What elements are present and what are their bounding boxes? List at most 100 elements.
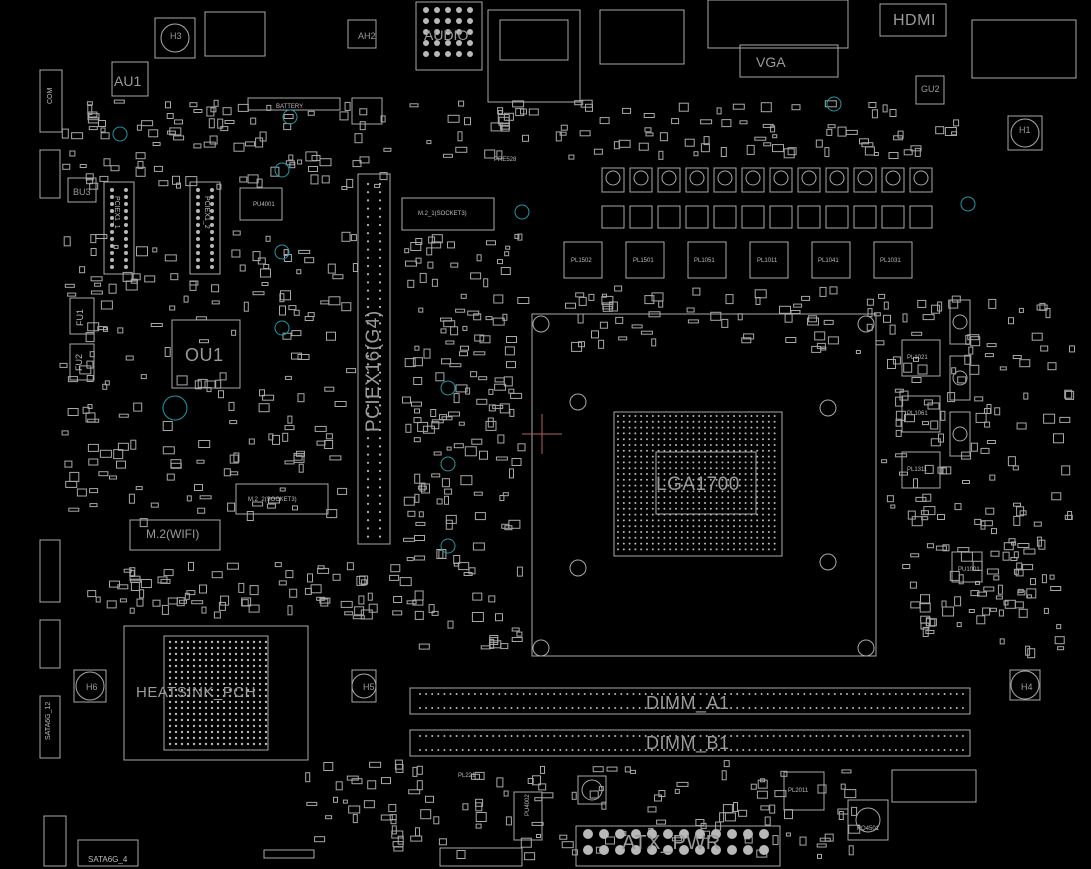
- passive-component: [866, 323, 873, 331]
- via: [826, 96, 842, 112]
- passive-component: [441, 478, 450, 488]
- pch-ball: [258, 640, 262, 644]
- passive-component: [412, 357, 423, 367]
- passive-component: [910, 601, 921, 609]
- cpu-pad: [640, 467, 643, 470]
- dimm-pin: [492, 735, 495, 737]
- cpu-pad: [756, 455, 759, 458]
- pch-ball: [216, 742, 220, 746]
- dimm-pin: [553, 707, 556, 709]
- passive-component: [528, 108, 539, 116]
- cpu-pad: [762, 531, 764, 533]
- cpu-pad: [762, 478, 764, 481]
- dimm-pin: [864, 707, 867, 709]
- cpu-pad: [704, 548, 706, 551]
- passive-component: [500, 267, 511, 275]
- cpu-pad: [704, 461, 706, 464]
- passive-component: [517, 443, 526, 452]
- dimm-pin: [827, 735, 830, 737]
- pcie-pin: [366, 248, 370, 251]
- cpu-pad: [773, 536, 776, 539]
- pcie-pin: [196, 223, 200, 227]
- cpu-pad: [738, 519, 741, 522]
- mosfet-marker: [717, 170, 733, 186]
- dimm-pin: [687, 735, 690, 737]
- cpu-pad: [651, 513, 654, 516]
- passive-component: [504, 346, 515, 356]
- dimm-pin: [486, 735, 489, 737]
- passive-component: [415, 238, 423, 245]
- passive-component: [176, 375, 188, 386]
- cpu-pad: [617, 502, 619, 504]
- pch-ball: [216, 700, 220, 704]
- cpu-pad: [727, 484, 730, 487]
- passive-component: [262, 394, 275, 401]
- audio-pin: [445, 40, 451, 46]
- passive-component: [219, 372, 227, 381]
- cpu-pad: [750, 525, 753, 528]
- pch-ball: [234, 688, 238, 692]
- passive-component: [98, 120, 106, 127]
- audio-pin: [456, 29, 462, 35]
- cpu-pad: [617, 432, 619, 435]
- cpu-pad: [715, 478, 718, 481]
- vrm-inductor: [901, 451, 941, 489]
- dimm-pin: [791, 693, 794, 695]
- passive-component: [498, 116, 510, 126]
- cpu-pad: [767, 415, 770, 417]
- audio-pin: [456, 18, 462, 24]
- pcie-pin: [366, 330, 370, 333]
- cpu-pad: [657, 536, 660, 539]
- dimm-pin: [882, 707, 885, 709]
- pch-ball: [204, 688, 208, 692]
- cpu-pad: [733, 490, 735, 493]
- dimm-pin: [632, 693, 635, 695]
- passive-component: [692, 287, 701, 296]
- cpu-pad: [698, 496, 701, 499]
- passive-component: [984, 353, 994, 358]
- dimm-pin: [620, 749, 623, 751]
- pch-ball: [234, 658, 238, 662]
- pch-ball: [168, 718, 172, 722]
- via: [440, 380, 456, 396]
- pch-ball: [252, 682, 256, 686]
- passive-component: [647, 806, 657, 813]
- cpu-pad: [657, 548, 660, 551]
- dimm-pin: [559, 693, 562, 695]
- standoff-ah2: [347, 19, 377, 49]
- cpu-pad: [692, 438, 695, 441]
- cpu-pad: [744, 444, 747, 446]
- cpu-pad: [698, 444, 701, 446]
- passive-component: [755, 297, 761, 305]
- passive-component: [241, 599, 249, 607]
- cpu-pad: [709, 525, 712, 528]
- cpu-pad: [622, 484, 625, 487]
- vrm-mosfet: [909, 167, 933, 193]
- passive-component: [999, 366, 1007, 371]
- cpu-pad: [640, 513, 643, 516]
- passive-component: [402, 396, 411, 404]
- pch-ball: [246, 664, 250, 668]
- cpu-pad: [709, 415, 712, 417]
- dimm-pin: [650, 735, 653, 737]
- passive-component: [739, 120, 748, 125]
- cpu-pad: [675, 502, 677, 504]
- dimm-pin: [632, 735, 635, 737]
- cpu-pad: [640, 484, 643, 487]
- passive-component: [414, 473, 421, 484]
- passive-component: [252, 251, 261, 262]
- passive-component: [571, 849, 578, 856]
- m2-2-socket: [235, 483, 329, 515]
- passive-component: [838, 811, 844, 820]
- vrm-cap: [741, 205, 765, 229]
- h4-hole: [1010, 670, 1040, 700]
- pch-ball: [234, 640, 238, 644]
- passive-component: [449, 363, 462, 368]
- dimm-pin: [797, 693, 800, 695]
- pch-ball: [204, 694, 208, 698]
- cpu-pad: [686, 420, 689, 423]
- pcie-pin: [378, 519, 382, 522]
- cpu-pad: [634, 449, 637, 452]
- passive-component: [169, 305, 176, 311]
